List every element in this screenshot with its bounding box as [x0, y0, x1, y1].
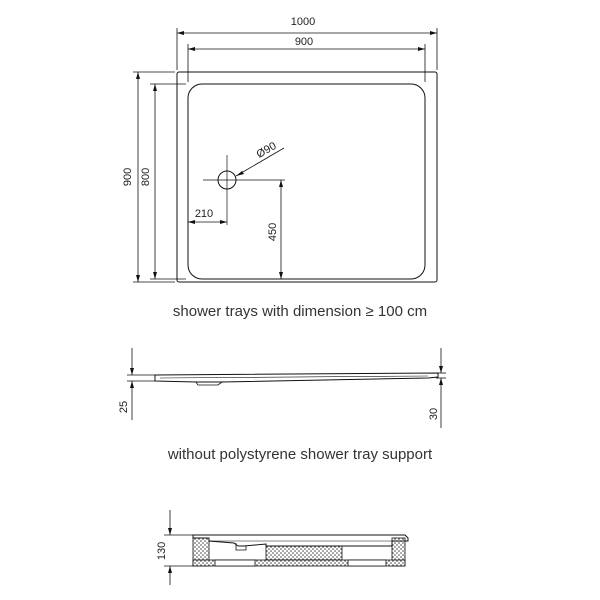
dim-line-outer-width [176, 28, 438, 70]
dim-line-drain-diameter [235, 147, 285, 177]
tray-inner-basin [187, 83, 426, 280]
support-view [164, 510, 409, 585]
dim-label-support-height: 130 [156, 542, 168, 560]
tray-section-inner-line [159, 375, 429, 379]
dim-label-drain-diameter: Ø90 [254, 140, 278, 161]
support-cutout-left [214, 559, 256, 567]
dim-line-drain-offset-x [188, 220, 227, 224]
tray-section-drain [195, 381, 223, 386]
tray-section-profile [154, 372, 439, 383]
dim-line-left-height [127, 348, 155, 420]
drain-centerlines [203, 155, 285, 225]
dim-label-drain-offset-y: 450 [267, 223, 279, 241]
support-foam-bottom [192, 559, 406, 567]
tray-outer-outline [176, 71, 438, 283]
dim-label-drain-offset-x: 210 [195, 208, 213, 220]
dim-label-right-height: 30 [428, 408, 440, 420]
dim-label-outer-depth: 900 [122, 168, 134, 186]
support-tray-shell [192, 534, 409, 547]
dim-label-left-height: 25 [118, 401, 130, 413]
dim-line-outer-depth [133, 71, 175, 283]
dim-line-inner-depth [150, 83, 186, 280]
dim-label-inner-width: 900 [295, 36, 313, 48]
support-cutout-right [347, 559, 387, 567]
dim-line-inner-width [187, 44, 426, 82]
caption-section-view: without polystyrene shower tray support [167, 446, 433, 463]
plan-view [133, 28, 438, 283]
dim-label-outer-width: 1000 [291, 16, 315, 28]
dim-line-support-height [164, 510, 193, 585]
support-foam-center [265, 545, 343, 561]
dim-label-inner-depth: 800 [140, 168, 152, 186]
caption-plan-view: shower trays with dimension ≥ 100 cm [172, 303, 428, 320]
dim-line-right-height [436, 348, 446, 428]
section-view [127, 348, 446, 428]
dim-line-drain-offset-y [279, 180, 283, 279]
support-drain-outlet [235, 543, 247, 551]
